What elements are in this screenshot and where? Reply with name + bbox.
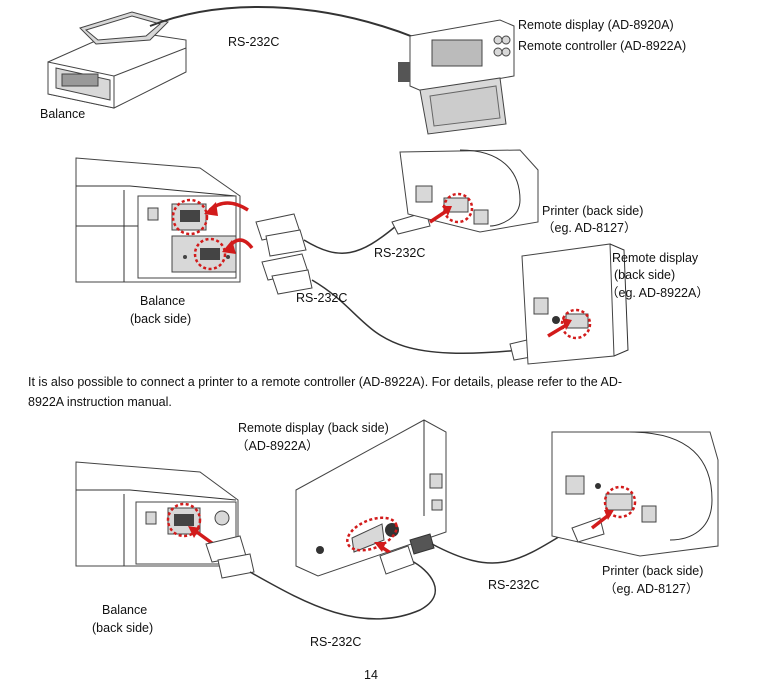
body-paragraph: It is also possible to connect a printer… [28,372,728,412]
printer-label-sec3-1: Printer (back side) [602,564,704,578]
page-number: 14 [364,668,378,682]
remote-display-back-label-1: Remote display [612,251,699,265]
cable-label-bottom-sec3: RS-232C [310,635,362,649]
balance-illustration [47,11,187,109]
remote-controller-label: Remote controller (AD-8922A) [518,39,687,53]
rs232c-cable-1 [149,6,417,39]
balance-back-label-2: (back side) [130,312,192,326]
cable-label-bottom: RS-232C [296,291,348,305]
balance-label: Balance [40,107,86,121]
balance-back-illustration [75,157,254,283]
paragraph-line-1: It is also possible to connect a printer… [28,375,623,389]
balance-back-label-sec3-1: Balance [102,603,148,617]
cable-label-right-sec3: RS-232C [488,578,540,592]
printer-back-illustration [399,149,539,233]
remote-display-label: Remote display (AD-8920A) [518,18,674,32]
rs232c-cable-3a [249,559,436,620]
balance-back-label-sec3-2: (back side) [92,621,154,635]
remote-display-back-illustration-2 [295,419,447,577]
remote-display-back-label-sec3-2: （AD-8922A） [236,439,319,453]
printer-label-1: Printer (back side) [542,204,644,218]
cable-connectors-sec2 [255,211,549,361]
cable-label-top: RS-232C [374,246,426,260]
remote-display-back-label-3: （eg. AD-8922A） [606,286,709,300]
remote-display-illustration [398,19,515,135]
cable-label-1: RS-232C [228,35,280,49]
printer-label-sec3-2: （eg. AD-8127） [604,582,699,596]
paragraph-line-2: 8922A instruction manual. [28,395,172,409]
remote-display-back-label-sec3-1: Remote display (back side) [238,421,389,435]
printer-back-illustration-2 [551,431,719,557]
remote-display-back-label-2: (back side) [614,268,676,282]
balance-back-illustration-2 [75,461,255,579]
remote-display-back-illustration [521,243,629,365]
printer-label-2: （eg. AD-8127） [542,221,637,235]
balance-back-label-1: Balance [140,294,186,308]
